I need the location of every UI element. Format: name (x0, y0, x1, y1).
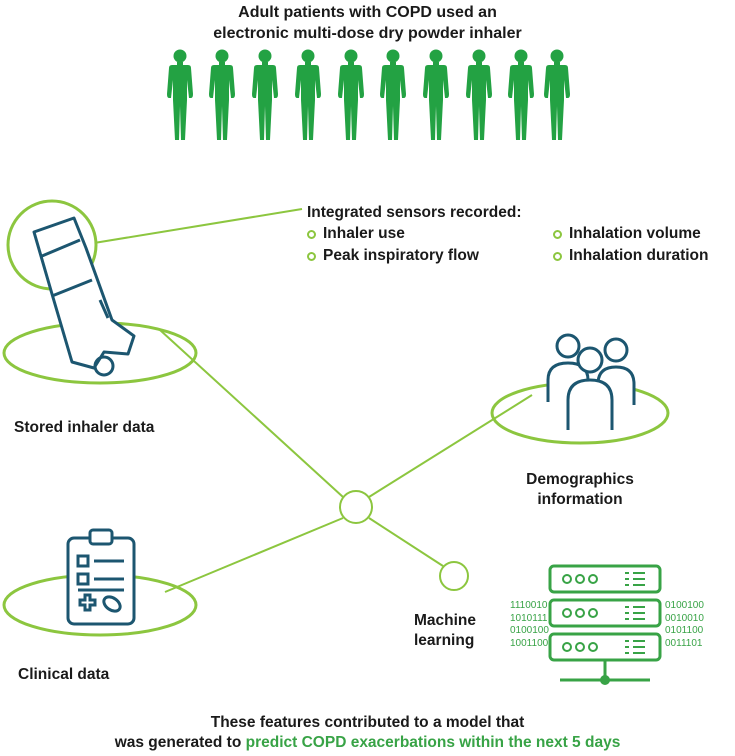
ml-label: Machine learning (414, 611, 494, 651)
binary-row: 0010010 (665, 612, 704, 624)
sensor-item: Inhalation duration (553, 247, 709, 265)
patients-group (167, 49, 570, 140)
binary-left: 1110010 1010111 0100100 1001100 (510, 600, 549, 650)
footer-highlight: predict COPD exacerbations within the ne… (245, 734, 621, 751)
person-icon (209, 49, 235, 140)
binary-row: 0011101 (665, 637, 703, 649)
person-icon (423, 49, 449, 140)
sensor-item: Peak inspiratory flow (307, 247, 479, 265)
footer-prefix: was generated to (114, 734, 246, 751)
sensor-label: Inhalation duration (569, 247, 709, 264)
link-ml (368, 517, 444, 567)
footer-caption: These features contributed to a model th… (0, 713, 735, 753)
sensor-label: Peak inspiratory flow (323, 247, 479, 264)
bullet-icon (307, 229, 316, 239)
clipboard-icon (66, 528, 136, 626)
title-line-2: electronic multi-dose dry powder inhaler (213, 25, 522, 42)
ml-label-line-2: learning (414, 632, 475, 649)
demographics-label-line-1: Demographics (526, 471, 634, 488)
connector-lines (93, 208, 533, 593)
people-icon (546, 333, 636, 430)
title-line-1: Adult patients with COPD used an (238, 4, 497, 21)
link-stored (159, 329, 344, 498)
ml-label-line-1: Machine (414, 612, 477, 629)
sensor-callout-line (93, 208, 303, 244)
person-icon (295, 49, 321, 140)
page-title: Adult patients with COPD used an electro… (0, 2, 735, 44)
clinical-label: Clinical data (18, 666, 110, 683)
binary-row: 1110010 (510, 600, 548, 611)
hub-node (339, 490, 373, 524)
person-icon (544, 49, 570, 140)
person-icon (338, 49, 364, 140)
bullet-icon (307, 251, 316, 261)
stored-label: Stored inhaler data (14, 419, 155, 436)
person-icon (167, 49, 193, 140)
person-icon (508, 49, 534, 140)
footer-line-2: was generated to predict COPD exacerbati… (0, 733, 735, 753)
footer-line-1: These features contributed to a model th… (210, 714, 525, 731)
server-icon (548, 564, 662, 685)
binary-right: 0100100 0010010 0101100 0011101 (665, 600, 704, 650)
person-icon (466, 49, 492, 140)
sensor-item: Inhalation volume (553, 225, 701, 243)
bullet-icon (553, 229, 562, 239)
sensor-item: Inhaler use (307, 225, 405, 243)
sensor-label: Inhaler use (323, 225, 405, 242)
demographics-label-line-2: information (537, 491, 623, 508)
binary-row: 0100100 (510, 625, 549, 636)
binary-row: 0100100 (665, 600, 704, 611)
ml-node (439, 561, 469, 591)
link-clinical (164, 517, 344, 593)
bullet-icon (553, 251, 562, 261)
binary-row: 1010111 (510, 612, 548, 624)
inhaler-icon (32, 216, 136, 377)
binary-row: 1001100 (510, 637, 549, 649)
binary-row: 0101100 (665, 625, 704, 636)
sensors-heading: Integrated sensors recorded: (307, 204, 522, 221)
person-icon (252, 49, 278, 140)
sensor-label: Inhalation volume (569, 225, 701, 242)
demographics-label: Demographics information (480, 470, 680, 510)
person-icon (380, 49, 406, 140)
link-demographics (368, 394, 533, 498)
